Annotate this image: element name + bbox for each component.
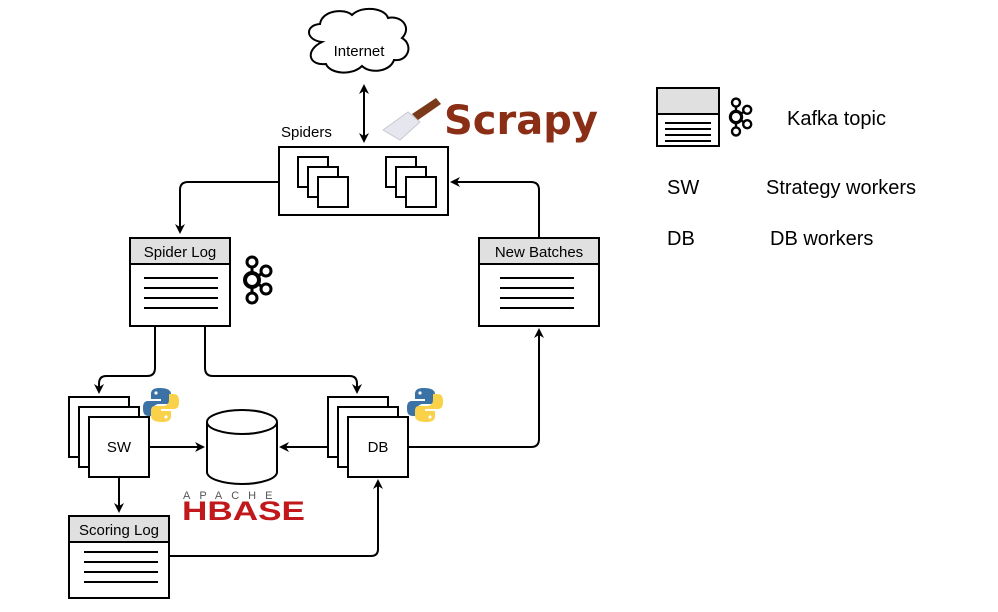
database-icon [206,422,278,485]
edge-db-newbatches [408,328,544,448]
spider-stack-2 [385,156,437,208]
topic-header [129,237,231,265]
scrapy-logo: Scrapy [382,98,598,144]
sw-label: SW [107,439,132,456]
edge-spiders-spiderlog [175,181,279,234]
new-batches-topic[interactable]: New Batches [478,237,600,327]
spider-log-topic[interactable]: Spider Log [129,237,231,327]
legend-kafka-topic: Kafka topic [656,87,886,147]
topic-header [68,515,170,543]
scoring-log-label: Scoring Log [79,522,159,539]
scraper-blade-icon [382,111,421,141]
legend: Kafka topic SW Strategy workers DB DB wo… [656,87,916,250]
spider-stack-1 [297,156,349,208]
legend-sw-abbr: SW [667,177,699,199]
edge-spiderlog-sw [94,326,156,394]
cloud-icon [308,7,410,74]
new-batches-label: New Batches [495,244,583,261]
legend-kafka-label: Kafka topic [787,108,886,130]
legend-sw: SW Strategy workers [667,177,916,199]
spiders-node[interactable] [278,146,449,216]
hbase-label: HBASE [182,496,305,526]
spiders-label: Spiders [281,124,332,141]
edge-newbatches-spiders [450,177,540,238]
kafka-icon [243,255,273,305]
legend-db-abbr: DB [667,228,695,250]
legend-db-label: DB workers [770,228,873,250]
edge-scoringlog-db [169,479,383,557]
internet-node[interactable]: Internet [308,7,410,74]
sw-node[interactable]: SW [68,396,150,478]
internet-label: Internet [334,43,386,60]
kafka-icon [728,97,753,138]
python-icon [407,388,443,422]
db-node[interactable]: DB [327,396,409,478]
spider-log-label: Spider Log [144,244,217,261]
scrapy-label: Scrapy [444,98,598,144]
apache-label: APACHE [183,490,281,502]
legend-sw-label: Strategy workers [766,177,916,199]
hbase-node[interactable] [206,409,278,485]
topic-header [478,237,600,265]
scraper-handle-icon [412,98,441,120]
topic-header [656,87,720,115]
db-label: DB [368,439,389,456]
edge-spiderlog-db [204,326,362,394]
scoring-log-topic[interactable]: Scoring Log [68,515,170,599]
legend-db: DB DB workers [667,228,873,250]
